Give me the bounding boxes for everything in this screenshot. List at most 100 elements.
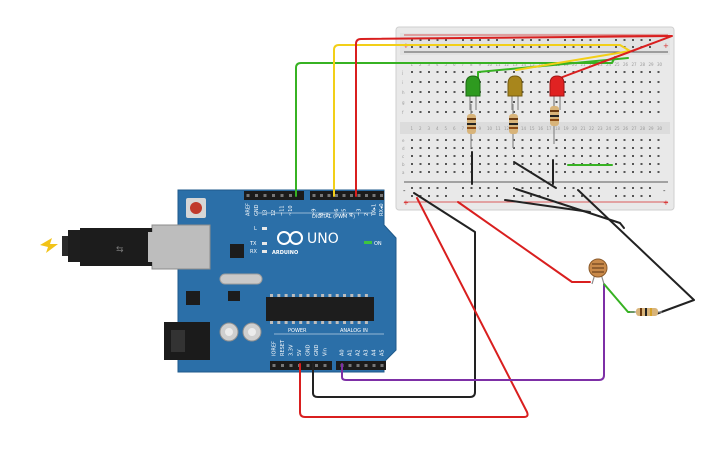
rail-hole [572,46,575,48]
resistor-3-band [550,119,559,121]
row-letters-bottom: e d c b a [402,138,405,175]
digital-pin-2[interactable] [365,194,368,197]
resistor-2[interactable] [509,104,518,148]
led-yellow[interactable] [507,75,523,110]
wire-red-photoresistor[interactable] [457,201,591,283]
breadboard-hole [470,71,473,73]
analog-pin[interactable] [380,364,384,367]
usb-cable-strain [62,236,70,256]
wire-red-signal[interactable] [355,35,673,197]
digital-pin-~9[interactable] [312,194,316,197]
analog-pin[interactable] [356,364,360,367]
digital-pin-13[interactable] [263,194,267,197]
breadboard-hole [453,111,456,113]
wire-green-pin-to-breadboard[interactable] [295,56,616,197]
main-bottom-holes [411,139,660,173]
rail-hole [462,187,464,189]
rail-hole [649,187,651,189]
power-jack[interactable] [164,322,210,360]
power-pin[interactable] [281,364,284,367]
column-number: 10 [487,126,493,131]
digital-pin-12[interactable] [272,194,275,197]
wire-green-led[interactable] [477,57,629,80]
rail-hole [615,187,617,189]
usb-interface-chip [230,244,244,258]
digital-pin-TX▸1[interactable] [372,194,376,197]
digital-pin-~6[interactable] [335,194,338,197]
wire-purple-a0[interactable] [341,283,605,381]
column-number: 12 [504,126,510,131]
breadboard-hole [564,101,566,103]
rail-hole [538,39,541,41]
analog-pin[interactable] [348,364,352,367]
wire-black-led-ground-2[interactable] [513,161,557,189]
analog-pin[interactable] [372,364,376,367]
wire-black-rail-short[interactable] [504,199,591,213]
digital-pin-~3[interactable] [357,194,361,197]
column-number: 29 [649,62,655,67]
column-number: 19 [564,126,570,131]
breadboard-hole [632,71,634,73]
breadboard-hole [657,111,660,113]
breadboard-hole [411,111,413,113]
digital-pin-4[interactable] [350,194,353,197]
breadboard-hole [496,171,498,173]
breadboard-hole [615,171,617,173]
power-on-led [364,241,372,244]
photoresistor[interactable] [588,258,608,285]
breadboard-hole [521,111,524,113]
digital-pin-~5[interactable] [342,194,346,197]
rail-hole [445,187,447,189]
breadboard-hole [581,91,583,93]
power-pin[interactable] [306,364,310,367]
breadboard-hole [632,147,634,149]
power-pin[interactable] [323,364,327,367]
rail-hole [581,46,583,48]
resistor-divider[interactable] [630,308,662,316]
wire-black-ground-main[interactable] [312,192,476,398]
resistor-1[interactable] [467,104,476,148]
rail-hole [632,39,634,41]
column-number: 28 [640,126,646,131]
breadboard-hole [462,111,464,113]
resistor-3[interactable] [550,100,559,144]
breadboard-hole [564,91,566,93]
digital-pin-~11[interactable] [280,194,284,197]
breadboard-hole [564,171,566,173]
rail-hole [496,39,498,41]
resistor-3-band [550,110,559,112]
digital-pin-7[interactable] [327,194,331,197]
usb-port[interactable] [151,224,211,270]
digital-pin-8[interactable] [320,194,323,197]
digital-pin-AREF[interactable] [246,194,250,197]
reset-button[interactable] [190,202,202,214]
digital-pin-label: 8 [319,213,325,216]
wire-black-resistor[interactable] [577,189,695,315]
rail-hole [521,39,524,41]
power-pin[interactable] [289,364,293,367]
breadboard-hole [547,147,549,149]
digital-pin-GND[interactable] [255,194,258,197]
rail-hole [513,39,515,41]
breadboard[interactable]: + + - - + + j i h g f e d c b a 11223344… [395,26,675,211]
led-green[interactable] [465,75,481,110]
wire-black-rail-jumper[interactable] [515,188,625,229]
analog-pin[interactable] [364,364,368,367]
breadboard-hole [436,147,439,149]
rail-hole [564,187,566,189]
digital-pin-RX◂0[interactable] [380,194,383,197]
wire-red-5v[interactable] [299,197,529,418]
digital-pin-~10[interactable] [289,194,292,197]
breadboard-hole [445,91,447,93]
power-pin[interactable] [272,364,276,367]
breadboard-hole [657,71,660,73]
chip-leg [335,321,339,324]
usb-cable[interactable]: ⇆ [40,228,156,266]
breadboard-hole [555,101,558,103]
wire-yellow[interactable] [333,44,631,197]
analog-header [336,361,386,370]
power-pin[interactable] [315,364,318,367]
wire-green-divider[interactable] [603,283,635,313]
